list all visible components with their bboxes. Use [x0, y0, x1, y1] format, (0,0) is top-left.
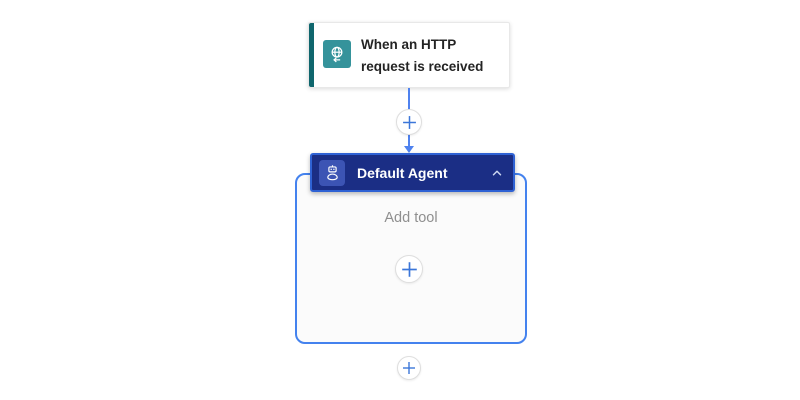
- trigger-accent-bar: [309, 23, 314, 87]
- plus-icon: [403, 362, 415, 374]
- agent-title: Default Agent: [357, 164, 448, 181]
- collapse-agent-button[interactable]: [485, 161, 509, 185]
- chevron-up-icon: [492, 170, 502, 175]
- trigger-card-http-request[interactable]: When an HTTP request is received: [308, 22, 510, 88]
- add-tool-button[interactable]: [395, 255, 423, 283]
- agent-bot-icon: [319, 159, 345, 186]
- insert-step-button[interactable]: [396, 109, 422, 135]
- trigger-title: When an HTTP request is received: [361, 37, 484, 74]
- plus-icon: [401, 261, 417, 277]
- agent-card-default-agent[interactable]: Default Agent: [310, 153, 515, 192]
- http-request-globe-icon: [323, 40, 351, 68]
- add-tool-label: Add tool: [384, 210, 438, 226]
- add-next-step-button[interactable]: [397, 356, 421, 380]
- plus-icon: [402, 115, 416, 129]
